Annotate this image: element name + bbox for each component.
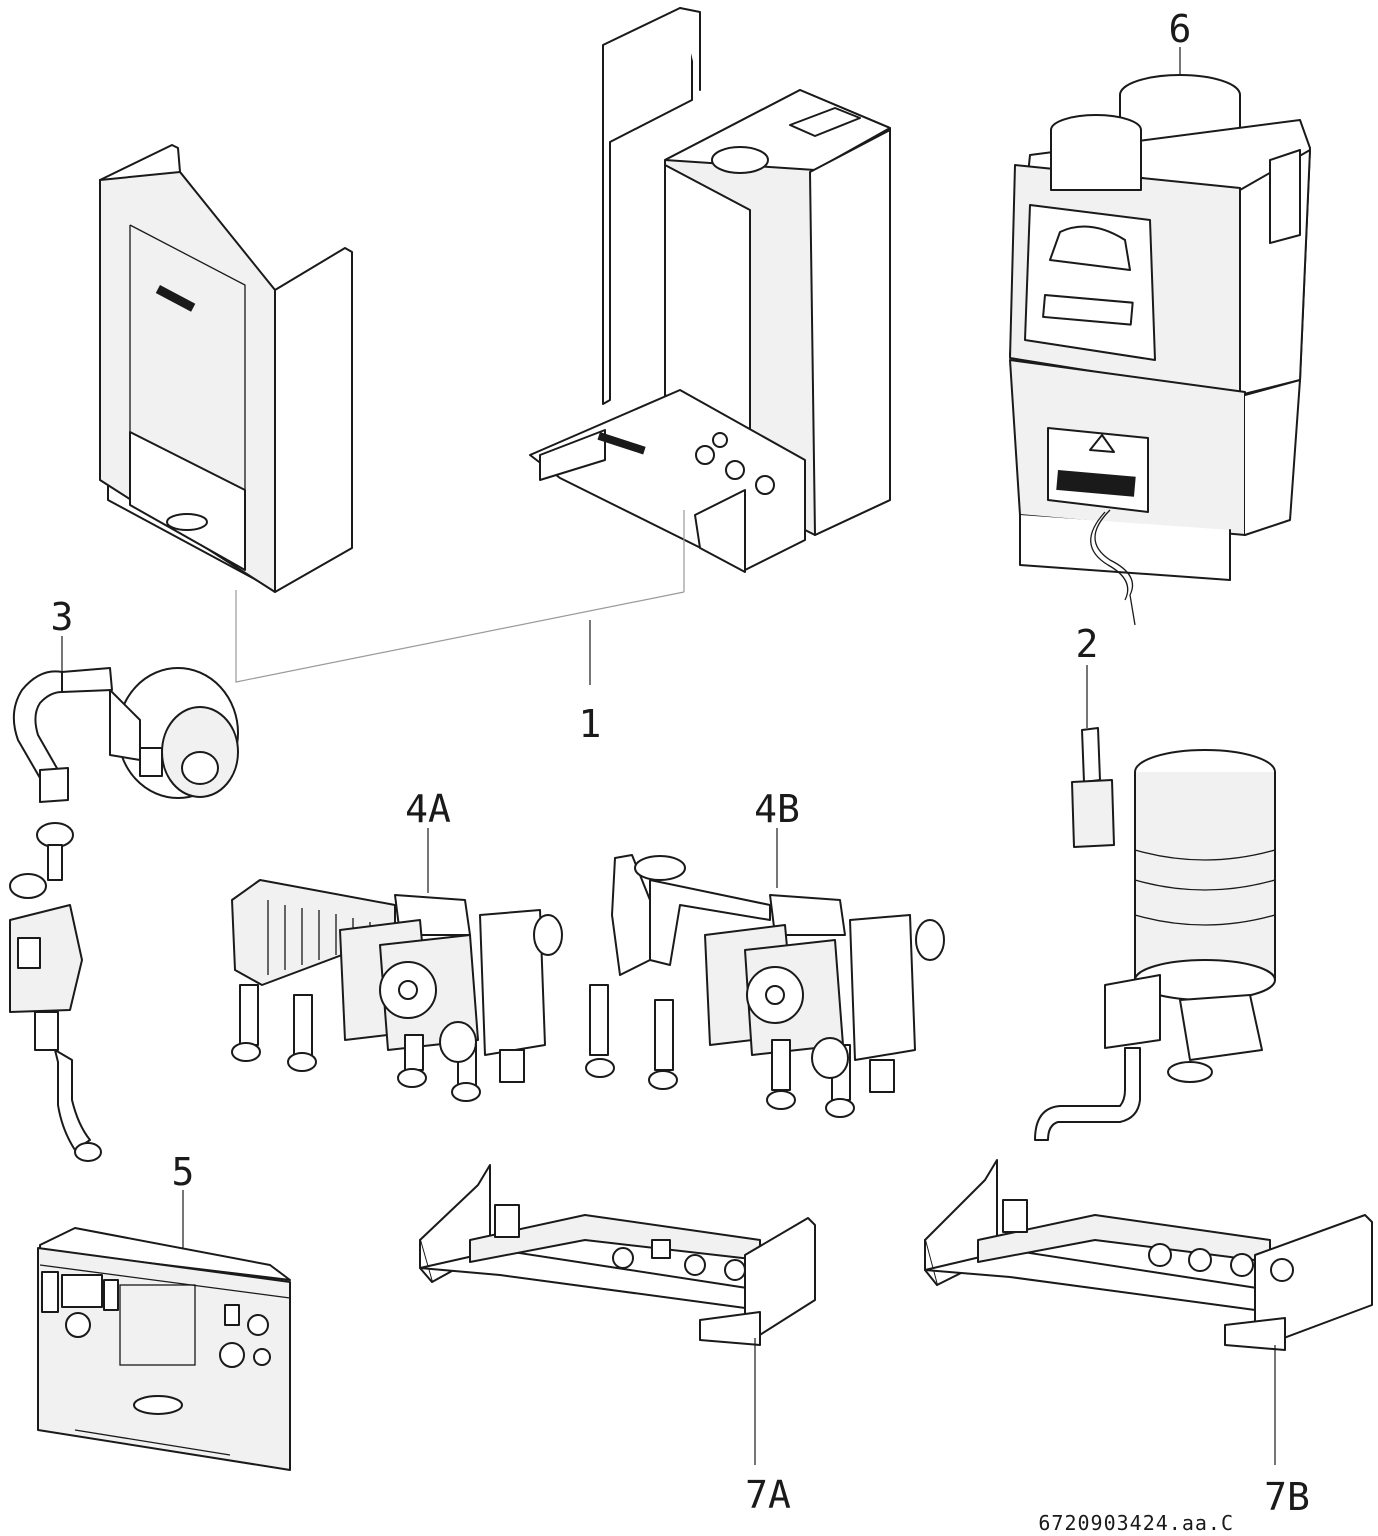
mounting-bracket-7a [419,1164,816,1346]
control-panel [37,1227,291,1471]
heat-exchanger-cell [1009,74,1311,626]
hydraulic-block-4b [585,854,945,1118]
leader-line-item-1-casing [235,590,685,683]
callout-4b: 4B [754,787,800,831]
hydraulic-block-4a [231,879,563,1102]
callout-1: 1 [579,702,602,746]
callout-7b: 7B [1264,1475,1310,1519]
callout-6: 6 [1169,7,1192,51]
callout-5: 5 [172,1150,195,1194]
callout-4a: 4A [405,787,451,831]
expansion-vessel-siphon [1034,727,1276,1141]
front-casing [99,144,353,593]
callout-3: 3 [51,595,74,639]
mounting-bracket-7b [924,1159,1373,1351]
callout-2: 2 [1076,622,1099,666]
callout-7a: 7A [745,1473,791,1517]
wall-frame-chassis [529,7,891,573]
fan-gas-valve-assembly [9,667,239,1162]
drawing-reference-code: 6720903424.aa.C [1038,1511,1234,1535]
